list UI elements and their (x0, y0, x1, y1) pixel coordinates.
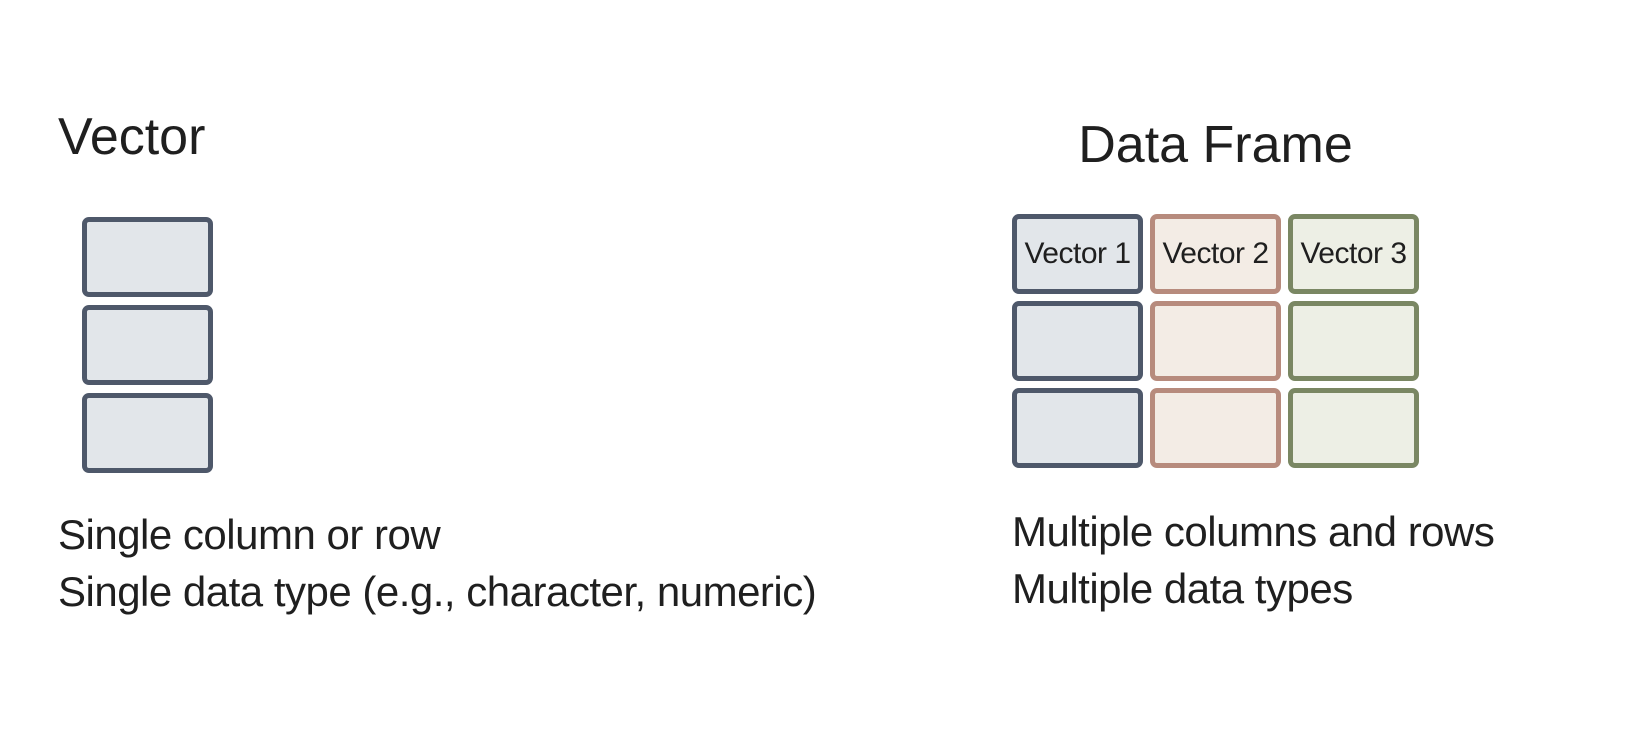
dataframe-caption-line-1: Multiple columns and rows (1012, 508, 1495, 555)
dataframe-cell (1288, 388, 1419, 468)
dataframe-header-cell-vector-1: Vector 1 (1012, 214, 1143, 294)
vector-cell (82, 393, 213, 473)
dataframe-header-cell-vector-3: Vector 3 (1288, 214, 1419, 294)
dataframe-cell (1150, 388, 1281, 468)
dataframe-cell (1150, 301, 1281, 381)
vector-caption-line-1: Single column or row (58, 511, 441, 558)
dataframe-caption: Multiple columns and rows Multiple data … (1012, 503, 1495, 617)
dataframe-column-2: Vector 2 (1150, 214, 1281, 468)
dataframe-column-1: Vector 1 (1012, 214, 1143, 468)
vector-cell (82, 305, 213, 385)
vector-column (82, 217, 213, 473)
dataframe-cell (1288, 301, 1419, 381)
dataframe-column-3: Vector 3 (1288, 214, 1419, 468)
dataframe-caption-line-2: Multiple data types (1012, 565, 1353, 612)
dataframe-grid: Vector 1 Vector 2 Vector 3 (1012, 214, 1419, 468)
vector-title: Vector (58, 108, 206, 166)
dataframe-cell (1012, 301, 1143, 381)
vector-caption: Single column or row Single data type (e… (58, 506, 817, 620)
vector-cell (82, 217, 213, 297)
dataframe-cell (1012, 388, 1143, 468)
dataframe-title: Data Frame (1078, 116, 1353, 174)
vector-caption-line-2: Single data type (e.g., character, numer… (58, 568, 817, 615)
dataframe-header-cell-vector-2: Vector 2 (1150, 214, 1281, 294)
